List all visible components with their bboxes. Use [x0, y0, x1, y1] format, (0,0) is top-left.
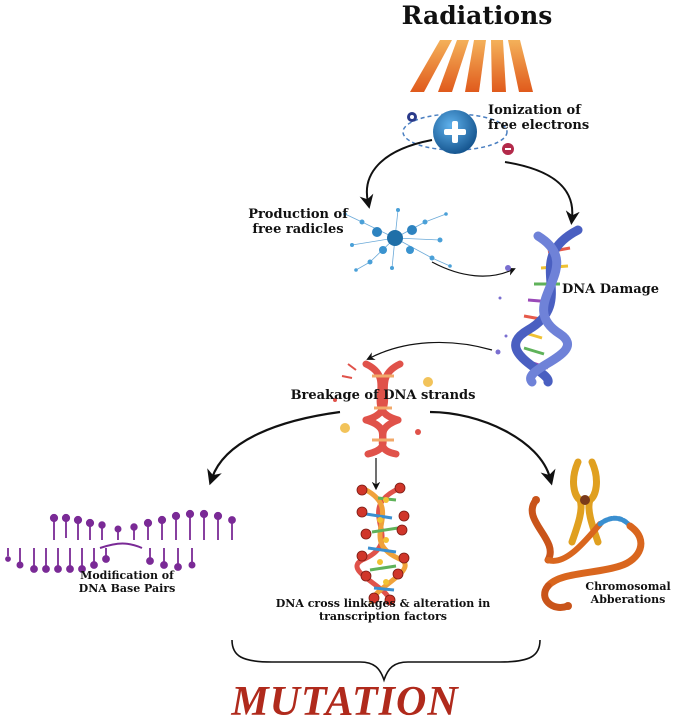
cross-linkage-label: DNA cross linkages & alteration in trans…: [248, 597, 518, 623]
production-label: Production of free radicles: [238, 207, 358, 238]
production-line2: free radicles: [252, 221, 344, 237]
summary-brace: [231, 639, 541, 683]
ionization-label: Ionization of free electrons: [488, 103, 618, 134]
production-line1: Production of: [248, 207, 348, 222]
radiation-rays-icon: [410, 40, 533, 92]
arrow-to-radicals: [359, 139, 433, 209]
ionization-line2: free electrons: [488, 117, 590, 133]
chromosomal-line1: Chromosomal: [585, 580, 671, 593]
modification-line1: Modification of: [80, 569, 174, 582]
chromosome-icon: [528, 458, 645, 611]
modification-label: Modification of DNA Base Pairs: [52, 569, 202, 595]
atom-icon: [402, 110, 514, 155]
cross-linkage-line1: DNA cross linkages & alteration in: [275, 597, 491, 610]
chromosomal-label: Chromosomal Abberations: [572, 580, 684, 606]
base-pairs-icon: [5, 509, 236, 573]
arrow-to-dna-damage: [504, 161, 580, 225]
breakage-label: Breakage of DNA strands: [290, 388, 476, 403]
modification-line2: DNA Base Pairs: [78, 581, 176, 595]
arrow-damage-to-breakage: [366, 341, 493, 360]
crosslinked-dna-icon: [354, 482, 410, 606]
arrow-to-base-pairs: [207, 410, 341, 486]
mutation-outcome: MUTATION: [231, 679, 459, 725]
broken-dna-icon: [333, 360, 433, 458]
diagram-title: Radiations: [401, 1, 553, 30]
dna-damage-label: DNA Damage: [562, 282, 660, 297]
arrow-radicals-to-dna: [431, 261, 516, 277]
dna-helix-icon: [495, 225, 583, 387]
cross-linkage-line2: transcription factors: [319, 609, 447, 623]
chromosomal-line2: Abberations: [590, 592, 666, 606]
ionization-line1: Ionization of: [488, 103, 581, 118]
free-radicals-icon: [343, 208, 452, 272]
arrow-to-chromosome: [429, 410, 556, 486]
